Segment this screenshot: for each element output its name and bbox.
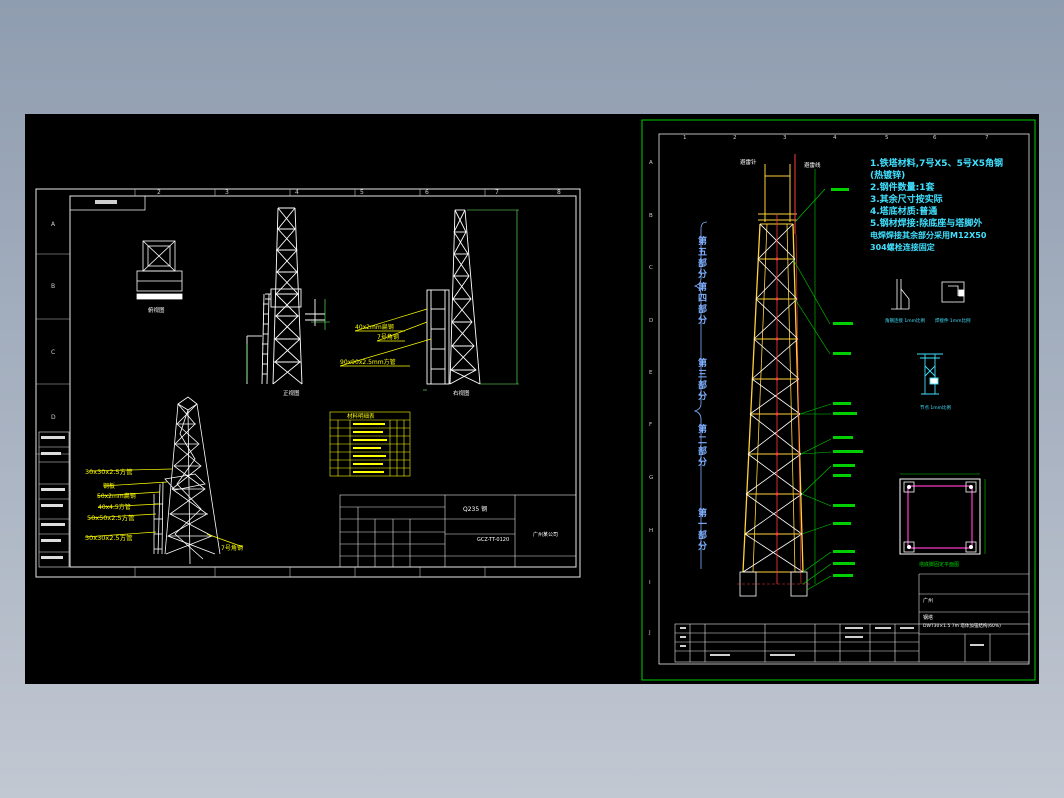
note-3: 3.其余尺寸按实际: [870, 193, 943, 205]
svg-text:5: 5: [360, 189, 364, 196]
svg-text:6: 6: [933, 135, 937, 141]
svg-text:6: 6: [425, 189, 429, 196]
callout-iso-4: 50x50x2.5方管: [87, 513, 135, 522]
note-6: 电焊焊接其余部分采用M12X50: [870, 230, 987, 240]
note-4: 4.塔底材质:普通: [870, 205, 937, 217]
svg-text:F: F: [649, 422, 652, 428]
callout-iso-3: 40x4.5方管: [98, 503, 131, 511]
callout-side-1: 7号角钢: [377, 333, 399, 341]
iso-view-tower: [153, 396, 221, 565]
left-drawing-no: GCZ-TT-0120: [477, 537, 509, 543]
svg-text:3: 3: [783, 135, 787, 141]
note-7: 304螺栓连接固定: [870, 242, 935, 252]
svg-text:2: 2: [733, 135, 737, 141]
svg-text:4: 4: [295, 189, 299, 196]
note-0: 1.铁塔材料,7号X5、5号X5角钢: [870, 157, 1003, 169]
left-drawing-sheet: A B C D 2 3 4 5 6 7 8 俯视图: [35, 188, 581, 578]
svg-text:2: 2: [157, 189, 161, 196]
section-label-3: 第三部分: [698, 357, 707, 402]
svg-text:7: 7: [985, 135, 989, 141]
front-view-label: 正视图: [283, 389, 300, 397]
side-view-label: 右视图: [453, 389, 470, 397]
svg-text:B: B: [649, 213, 653, 219]
left-company: 广州某公司: [533, 531, 558, 538]
svg-text:8: 8: [557, 189, 561, 196]
callout-iso-6: 7号角钢: [221, 544, 243, 552]
svg-text:B: B: [51, 283, 55, 290]
svg-text:E: E: [649, 370, 653, 376]
svg-text:C: C: [649, 265, 653, 271]
svg-text:3: 3: [225, 189, 229, 196]
section-label-4: 第四部分: [698, 281, 707, 326]
left-title-block: [339, 494, 577, 568]
note-5: 5.钢材焊接:除底座与塔脚外: [870, 217, 982, 229]
note-1: (热镀锌): [870, 169, 905, 181]
callout-iso-1: 钢板: [103, 482, 115, 490]
svg-text:A: A: [649, 160, 653, 166]
callout-side-0: 40x2mm扁钢: [355, 323, 394, 331]
callout-iso-2: 50x2mm扁钢: [97, 492, 136, 500]
svg-text:D: D: [649, 318, 653, 324]
section-label-1: 第一部分: [698, 507, 707, 552]
front-view-tower: [246, 207, 325, 385]
svg-text:7: 7: [495, 189, 499, 196]
svg-text:I: I: [649, 580, 651, 586]
svg-text:5: 5: [885, 135, 889, 141]
callout-iso-0: 30x30x2.5方管: [85, 467, 133, 476]
detail-label-0: 角钢连接 1mm比例: [885, 317, 926, 324]
detail-label-1: 焊接件 1mm比例: [935, 317, 971, 324]
left-material: Q235 钢: [463, 505, 487, 513]
svg-text:G: G: [649, 475, 653, 481]
material-table: [329, 411, 411, 477]
material-table-title: 材料明细表: [347, 412, 375, 420]
detail-joint: [917, 353, 943, 395]
note-2: 2.钢件数量:1套: [870, 181, 936, 193]
svg-text:C: C: [51, 349, 55, 356]
top-label-0: 避雷针: [740, 158, 757, 166]
right-tb-header: 广州: [923, 597, 933, 604]
main-tower: [737, 154, 810, 597]
detail-weld: [941, 281, 965, 303]
cad-drawing: A B C D 2 3 4 5 6 7 8 俯视图: [35, 119, 1036, 681]
callout-side-2: 90x90x2.5mm方管: [340, 358, 396, 366]
notes-block: 1.铁塔材料,7号X5、5号X5角钢 (热镀锌) 2.钢件数量:1套 3.其余尺…: [870, 157, 1003, 252]
svg-text:1: 1: [683, 135, 687, 141]
drawing-canvas[interactable]: A B C D 2 3 4 5 6 7 8 俯视图: [25, 114, 1039, 684]
top-label-1: 避雷线: [804, 161, 821, 169]
svg-text:J: J: [648, 630, 651, 636]
callout-iso-5: 30x30x2.5方管: [85, 533, 133, 542]
svg-text:4: 4: [833, 135, 837, 141]
detail-angle: [891, 279, 910, 310]
top-view: [136, 240, 183, 300]
top-view-label: 俯视图: [148, 306, 165, 314]
plan-view-label: 塔底脚固定平面图: [919, 561, 959, 568]
right-tb-line2: 钢塔: [923, 614, 933, 621]
section-label-5: 第五部分: [698, 235, 707, 280]
svg-text:A: A: [51, 221, 56, 228]
section-label-2: 第二部分: [698, 423, 707, 468]
right-title-block: [674, 573, 1030, 663]
base-plan-view: [899, 473, 986, 555]
svg-text:H: H: [649, 528, 653, 534]
svg-text:D: D: [51, 414, 56, 421]
right-drawing-sheet: 1 2 3 4 5 6 7 A B C D E F G H I J 第五部分 第四部分 第三部分 第二部…: [641, 119, 1036, 681]
right-tb-line3: DWT30×1.5 7m 塔体加强结构(60%): [923, 622, 1001, 629]
side-view-tower: [426, 209, 481, 385]
detail-label-2: 节点 1mm比例: [920, 404, 952, 411]
